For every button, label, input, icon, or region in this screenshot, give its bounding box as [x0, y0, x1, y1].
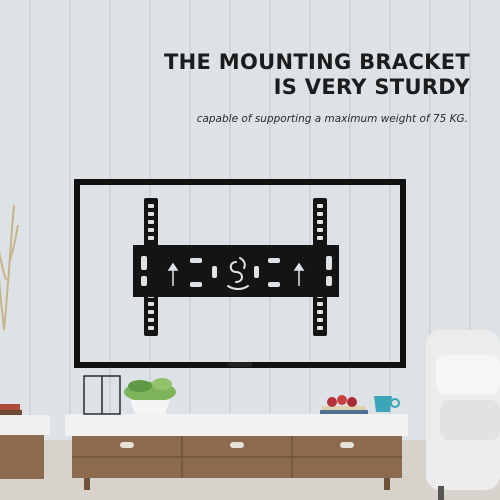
up-arrow-icon	[293, 262, 305, 286]
tv-cabinet	[65, 414, 408, 490]
dried-plant	[0, 204, 19, 331]
side-table-left	[0, 404, 50, 479]
tagline: capable of supporting a maximum weight o…	[196, 113, 468, 125]
headline-line-1: THE MOUNTING BRACKET	[164, 50, 470, 74]
tv-stand-notch	[228, 362, 252, 367]
sofa	[426, 330, 500, 500]
wire-frame-decor	[83, 375, 121, 415]
plant-pot	[124, 378, 176, 414]
brand-logo-icon	[227, 257, 249, 290]
headline: THE MOUNTING BRACKET IS VERY STURDY	[164, 50, 470, 100]
books-and-fruit	[320, 395, 400, 414]
up-arrow-icon	[167, 262, 179, 286]
headline-line-2: IS VERY STURDY	[273, 75, 470, 99]
